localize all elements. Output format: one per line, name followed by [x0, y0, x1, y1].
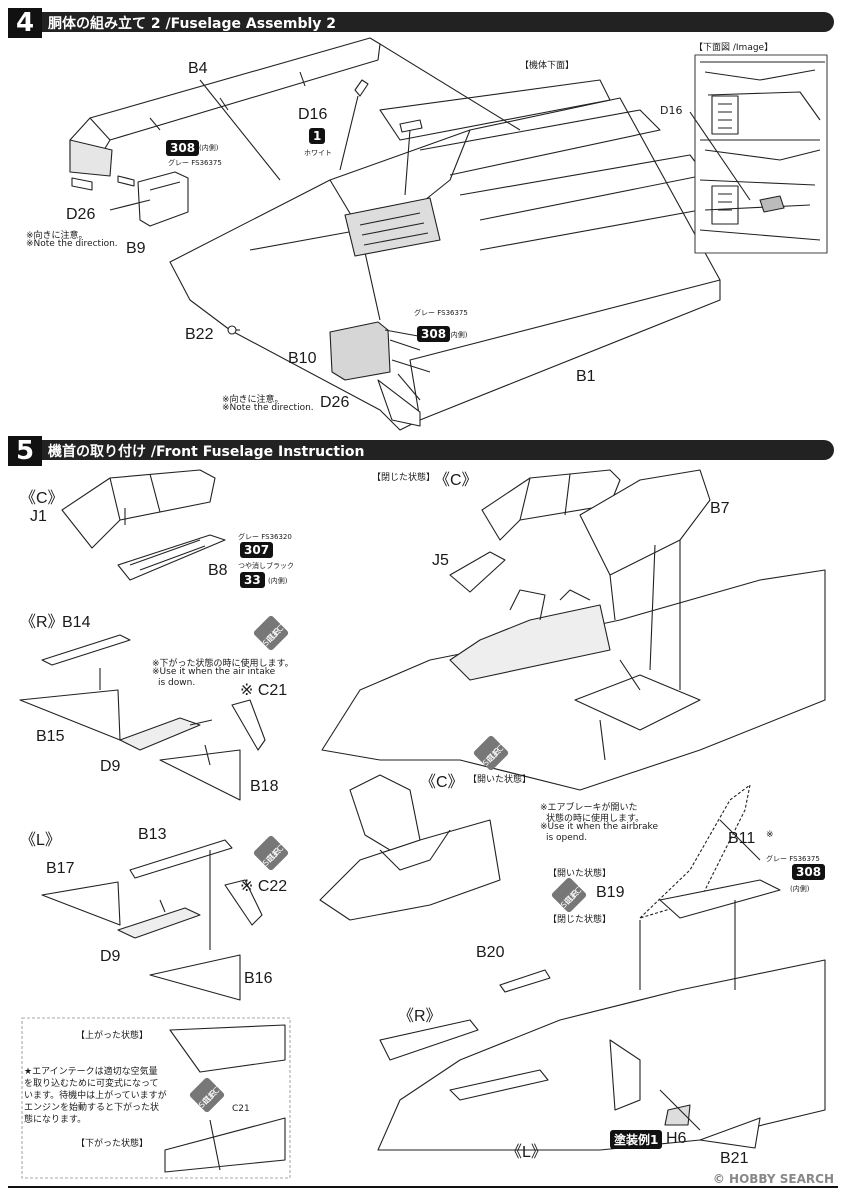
banner-bar: [38, 12, 834, 32]
paint-308-note-c: (内側): [790, 885, 810, 893]
watermark: © HOBBY SEARCH: [713, 1172, 834, 1186]
part-d9-r: D9: [100, 758, 121, 775]
tag-c-open: 《C》: [420, 774, 464, 791]
part-d26-lower: D26: [320, 394, 350, 411]
image-box-part-d16: D16: [660, 104, 683, 117]
tag-l-bottom: 《L》: [506, 1144, 547, 1161]
part-b19: B19: [596, 884, 625, 901]
note-direction-en-1: ※Note the direction.: [26, 239, 118, 249]
airbrake-note-en2: is opend.: [546, 833, 588, 843]
step-number: 5: [8, 436, 42, 466]
part-b21: B21: [720, 1150, 749, 1167]
tag-c-closed: 《C》: [434, 472, 478, 489]
paint-1-label: ホワイト: [304, 149, 332, 157]
lower-view-label: 【機体下面】: [520, 61, 575, 71]
note-direction-en-2: ※Note the direction.: [222, 403, 314, 413]
open-state-label: 【開いた状態】: [468, 775, 532, 785]
paint-308-label-b: グレー FS36375: [414, 309, 468, 317]
note-intake-en2: is down.: [158, 678, 196, 688]
tag-r: 《R》: [20, 614, 64, 631]
closed-state-label: 【閉じた状態】: [372, 473, 436, 483]
part-b18: B18: [250, 778, 279, 795]
note-direction-ja-1: ※向きに注意。: [26, 231, 88, 241]
scheme-badge: 塗装例1: [610, 1130, 663, 1149]
paint-307-chip: 307: [240, 542, 274, 558]
part-j1: J1: [30, 508, 47, 525]
part-b20: B20: [476, 944, 505, 961]
part-b17: B17: [46, 860, 75, 877]
note-intake-ja: ※下がった状態の時に使用します。: [152, 659, 294, 669]
paint-307-label: グレー FS36320: [238, 533, 292, 541]
paint-308-chip-b: 308: [417, 326, 451, 342]
paint-308-note-b: (内側): [448, 331, 468, 339]
airbrake-note-en1: ※Use it when the airbrake: [540, 822, 658, 832]
note-intake-en1: ※Use it when the air intake: [152, 667, 276, 677]
paint-308-label-a: グレー FS36375: [168, 159, 222, 167]
part-d9-l: D9: [100, 948, 121, 965]
intake-text-line: を取り込むために可変式になって: [24, 1079, 159, 1089]
paint-308-chip-a: 308: [166, 140, 200, 156]
intake-down-label: 【下がった状態】: [76, 1139, 149, 1149]
step-number: 4: [8, 8, 42, 38]
part-b14: B14: [62, 614, 91, 631]
watermark-prefix: ©: [712, 1172, 725, 1186]
paint-308-chip-c: 308: [792, 864, 826, 880]
paint-33-note: (内側): [268, 577, 288, 585]
tag-c-top: 《C》: [20, 490, 64, 507]
part-b4: B4: [188, 60, 208, 77]
part-b22: B22: [185, 326, 214, 343]
step-title: 胴体の組み立て 2 /Fuselage Assembly 2: [48, 16, 337, 32]
tag-r-bottom: 《R》: [398, 1008, 442, 1025]
part-b11: B11: [728, 830, 756, 847]
part-b15: B15: [36, 728, 65, 745]
airbrake-closed-label: 【閉じた状態】: [548, 915, 612, 925]
airbrake-note-ja1: ※エアブレーキが開いた: [540, 803, 638, 813]
step-title: 機首の取り付け /Front Fuselage Instruction: [48, 444, 365, 460]
part-c21: ※ C21: [240, 682, 288, 699]
intake-text-line: ★エアインテークは適切な空気量: [24, 1067, 158, 1077]
part-c22: ※ C22: [240, 878, 288, 895]
part-b7: B7: [710, 500, 730, 517]
step-4-banner: 4 胴体の組み立て 2 /Fuselage Assembly 2: [8, 8, 834, 38]
paint-1-chip: 1: [309, 128, 326, 144]
image-box-title: 【下面図 /Image】: [694, 43, 774, 53]
part-d16: D16: [298, 106, 328, 123]
airbrake-open-label: 【開いた状態】: [548, 869, 612, 879]
watermark-text: HOBBY SEARCH: [729, 1172, 834, 1186]
part-b8: B8: [208, 562, 228, 579]
intake-explanation: ★エアインテークは適切な空気量 を取り込むために可変式になって います。待機中は…: [24, 1066, 167, 1126]
intake-text-line: エンジンを始動すると下がった状: [24, 1103, 160, 1113]
part-b10: B10: [288, 350, 317, 367]
paint-308-label-c: グレー FS36375: [766, 855, 820, 863]
part-b16: B16: [244, 970, 273, 987]
footer-rule: [8, 1186, 838, 1188]
intake-text-line: 態になります。: [24, 1115, 87, 1125]
part-j5: J5: [432, 552, 449, 569]
part-b9: B9: [126, 240, 146, 257]
banner-bar: [38, 440, 834, 460]
tag-l: 《L》: [20, 832, 61, 849]
b11-mark: ※: [766, 830, 774, 840]
note-direction-ja-2: ※向きに注意。: [222, 395, 284, 405]
part-h6: H6: [666, 1130, 687, 1147]
airbrake-note-ja2: 状態の時に使用します。: [546, 814, 645, 824]
part-d26-upper: D26: [66, 206, 96, 223]
intake-c21: C21: [232, 1104, 250, 1114]
paint-308-note-a: (内側): [199, 144, 219, 152]
paint-33-label: つや消しブラック: [238, 562, 294, 570]
paint-33-chip: 33: [240, 572, 265, 588]
part-b13: B13: [138, 826, 167, 843]
step-5-banner: 5 機首の取り付け /Front Fuselage Instruction: [8, 436, 834, 466]
intake-up-label: 【上がった状態】: [76, 1031, 149, 1041]
part-b1: B1: [576, 368, 596, 385]
intake-text-line: います。待機中は上がっていますが: [24, 1091, 167, 1101]
